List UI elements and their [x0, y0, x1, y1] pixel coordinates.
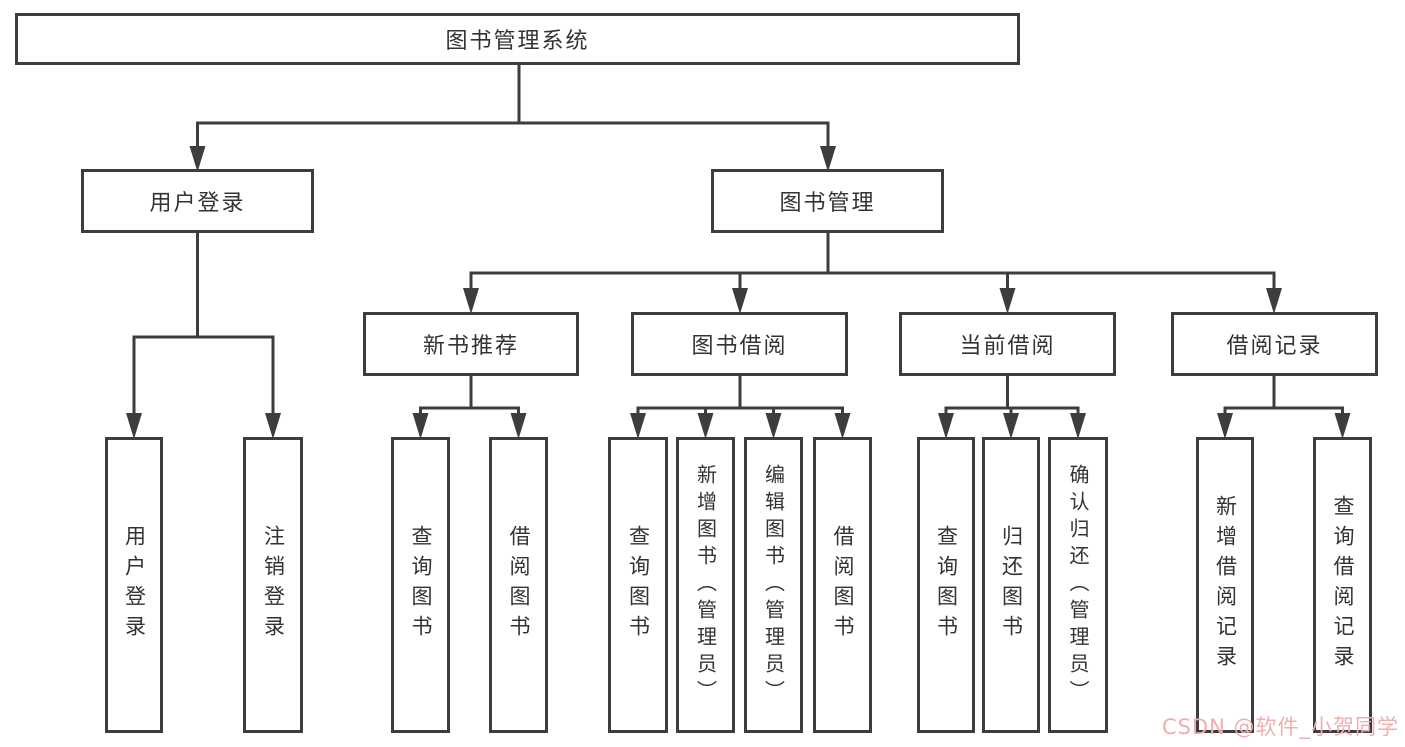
leaf-label: 确认归还（管理员）	[1066, 463, 1090, 707]
arrow-down-icon	[938, 413, 954, 439]
leaf-label: 新增图书（管理员）	[693, 463, 718, 707]
leaf-label: 查询借阅记录	[1331, 495, 1355, 675]
leaf-query-books-2[interactable]: 查询图书	[608, 437, 668, 733]
node-book-borrow-label: 图书借阅	[691, 334, 788, 359]
node-borrow-records[interactable]: 借阅记录	[1171, 312, 1378, 376]
leaf-add-borrow-record[interactable]: 新增借阅记录	[1196, 437, 1254, 733]
arrow-down-icon	[510, 413, 527, 439]
arrow-down-icon	[834, 413, 851, 439]
node-new-book-recommend-label: 新书推荐	[422, 334, 519, 359]
leaf-label: 查询图书	[626, 525, 651, 645]
leaf-borrow-books-1[interactable]: 借阅图书	[489, 437, 548, 733]
arrow-down-icon	[1334, 413, 1351, 439]
node-book-management[interactable]: 图书管理	[711, 169, 944, 233]
arrow-down-icon	[126, 413, 142, 439]
arrow-down-icon	[765, 413, 782, 439]
leaf-borrow-books-2[interactable]: 借阅图书	[813, 437, 872, 733]
arrow-down-icon	[1217, 413, 1233, 439]
leaf-label: 借阅图书	[831, 525, 855, 645]
leaf-label: 查询图书	[934, 525, 959, 645]
leaf-confirm-return-admin[interactable]: 确认归还（管理员）	[1048, 437, 1108, 733]
node-current-borrow[interactable]: 当前借阅	[899, 312, 1116, 376]
leaf-label: 注销登录	[261, 525, 286, 645]
node-new-book-recommend[interactable]: 新书推荐	[363, 312, 579, 376]
leaf-label: 查询图书	[409, 525, 433, 645]
arrow-down-icon	[999, 288, 1016, 314]
leaf-label: 新增借阅记录	[1213, 495, 1238, 675]
leaf-query-books-1[interactable]: 查询图书	[391, 437, 450, 733]
arrow-down-icon	[265, 413, 281, 439]
node-user-login-label: 用户登录	[149, 191, 246, 216]
node-current-borrow-label: 当前借阅	[959, 334, 1056, 359]
leaf-label: 编辑图书（管理员）	[761, 463, 786, 707]
node-book-management-label: 图书管理	[779, 191, 876, 216]
leaf-query-borrow-record[interactable]: 查询借阅记录	[1313, 437, 1372, 733]
arrow-down-icon	[412, 413, 429, 439]
arrow-down-icon	[697, 413, 714, 439]
arrow-down-icon	[820, 146, 836, 172]
leaf-user-login[interactable]: 用户登录	[105, 437, 163, 733]
leaf-add-books-admin[interactable]: 新增图书（管理员）	[676, 437, 735, 733]
leaf-query-books-3[interactable]: 查询图书	[917, 437, 975, 733]
leaf-edit-books-admin[interactable]: 编辑图书（管理员）	[744, 437, 803, 733]
leaf-label: 借阅图书	[507, 525, 531, 645]
node-book-borrow[interactable]: 图书借阅	[631, 312, 848, 376]
arrow-down-icon	[732, 288, 748, 314]
arrow-down-icon	[1070, 413, 1086, 439]
leaf-return-books[interactable]: 归还图书	[982, 437, 1040, 733]
leaf-label: 用户登录	[122, 525, 147, 645]
node-borrow-records-label: 借阅记录	[1226, 334, 1323, 359]
node-root[interactable]: 图书管理系统	[15, 13, 1020, 65]
arrow-down-icon	[463, 288, 479, 314]
csdn-watermark: CSDN @软件_小贺同学	[1161, 715, 1399, 739]
arrow-down-icon	[1003, 413, 1019, 439]
arrow-down-icon	[1266, 288, 1282, 314]
arrow-down-icon	[189, 146, 206, 172]
leaf-label: 归还图书	[999, 525, 1024, 645]
node-root-label: 图书管理系统	[445, 29, 590, 54]
leaf-logout[interactable]: 注销登录	[243, 437, 303, 733]
arrow-down-icon	[630, 413, 646, 439]
node-user-login[interactable]: 用户登录	[81, 169, 314, 233]
arrowheads	[126, 146, 1351, 439]
